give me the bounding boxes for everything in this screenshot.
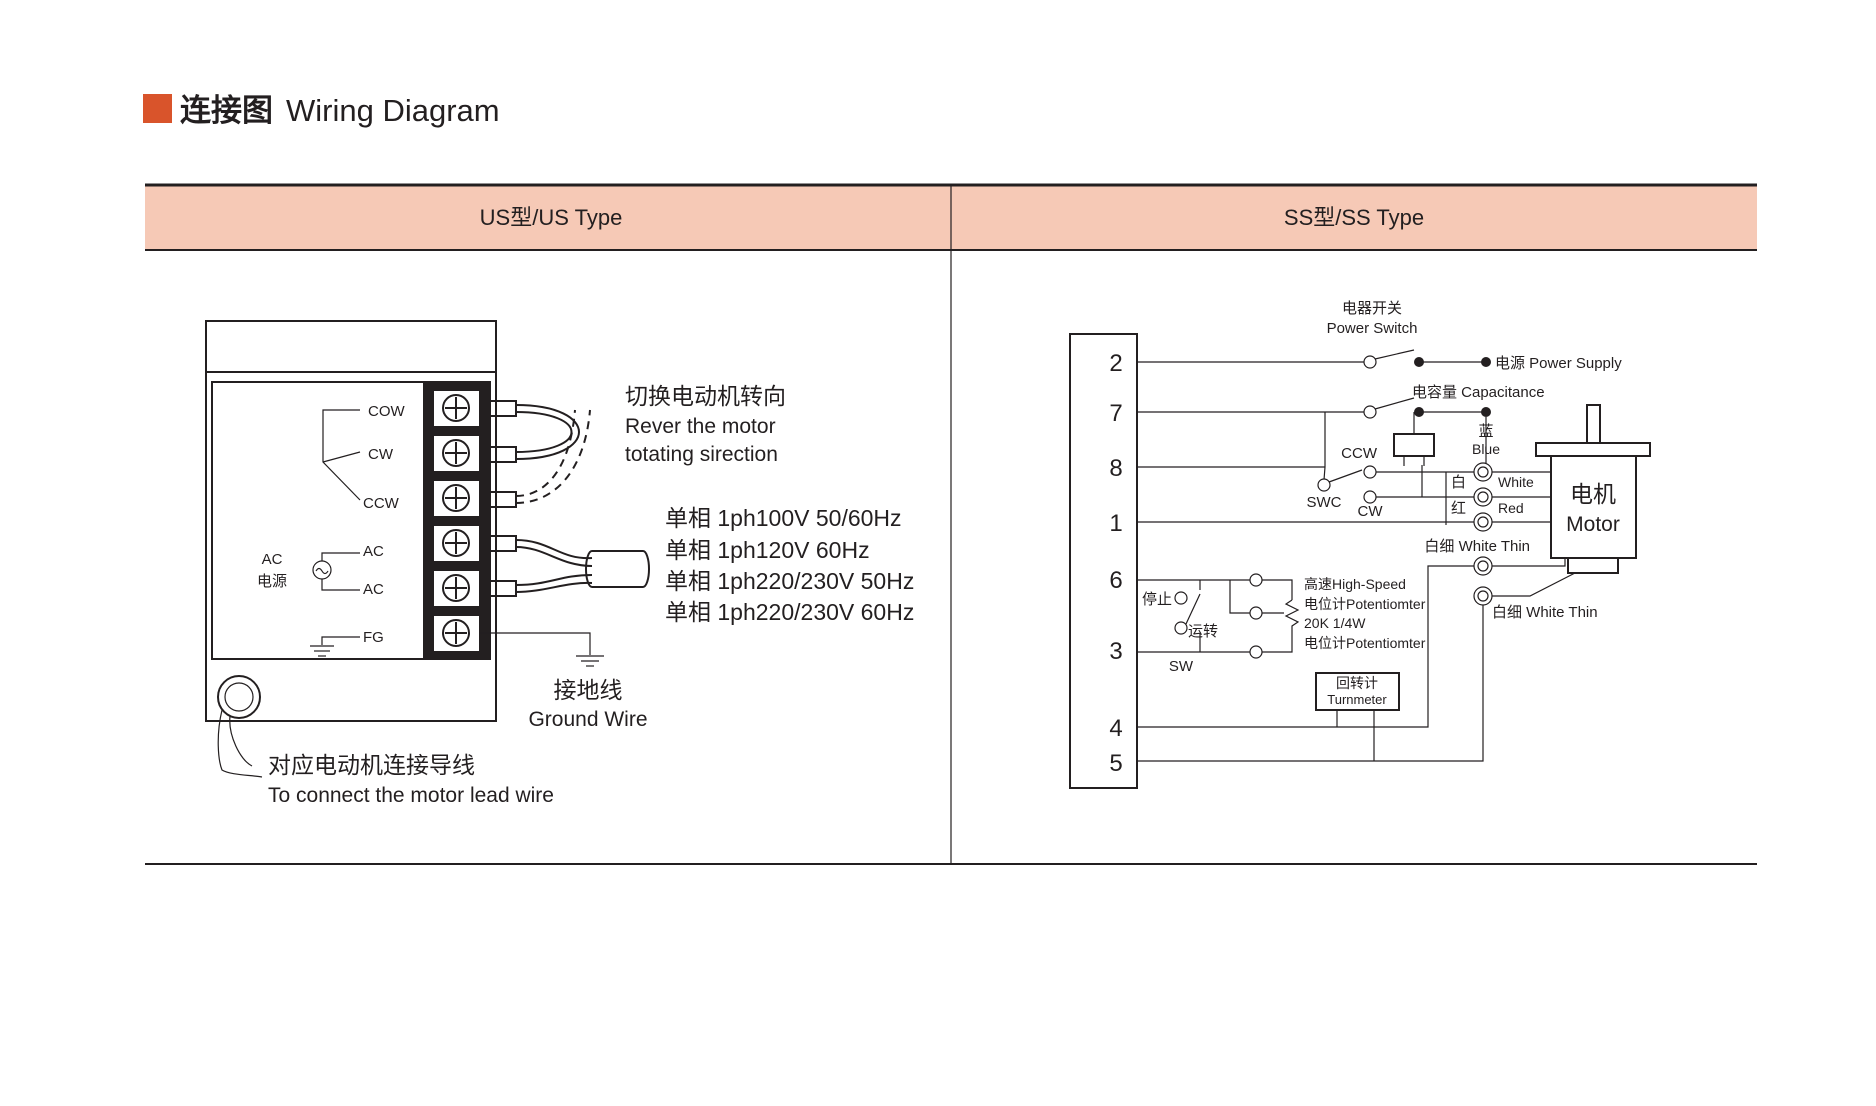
us-fg-line	[321, 636, 360, 645]
motor-body	[1550, 455, 1637, 559]
direction-switch-blade	[1328, 469, 1363, 483]
supply-option-3: 单相 1ph220/230V 50Hz	[665, 568, 914, 594]
title-cn: 连接图	[180, 93, 273, 128]
white-thin-label-2: 白细 White Thin	[1492, 604, 1598, 621]
supply-option-4: 单相 1ph220/230V 60Hz	[665, 599, 914, 625]
title-marker	[143, 94, 172, 123]
terminal-screw	[432, 524, 481, 563]
power-switch-blade	[1374, 349, 1415, 360]
us-winding-lines	[322, 409, 361, 501]
pot-label-1: 高速High-Speed	[1304, 576, 1406, 592]
terminal-screw	[432, 389, 481, 428]
red-label-en: Red	[1498, 500, 1524, 516]
motor-flange	[1535, 442, 1651, 457]
ccw-label: CCW	[1341, 445, 1378, 462]
terminal-screw	[432, 569, 481, 608]
supply-option-2: 单相 1ph120V 60Hz	[665, 537, 870, 563]
column-header-ss: SS型/SS Type	[1284, 205, 1424, 230]
pin-6: 6	[1109, 567, 1122, 594]
motor-terminal-red	[1473, 487, 1493, 507]
pin-7: 7	[1109, 400, 1122, 427]
run-label: 运转	[1188, 623, 1218, 640]
ground-wire-label-en: Ground Wire	[528, 708, 647, 731]
terminal-screw	[432, 614, 481, 653]
terminal-label-ac1: AC	[363, 543, 384, 560]
reverse-note-en2: totating sirection	[625, 443, 778, 466]
reverse-note-en1: Rever the motor	[625, 415, 776, 438]
pin-5: 5	[1109, 750, 1122, 777]
pot-label-4: 电位计Potentiomter	[1304, 635, 1426, 651]
cw-label: CW	[1358, 503, 1384, 520]
power-switch-label-cn: 电器开关	[1342, 300, 1402, 317]
motor-lead-connector	[217, 675, 261, 719]
terminal-screw	[432, 479, 481, 518]
lead-wire-label-en: To connect the motor lead wire	[268, 784, 554, 807]
capacitance-label: 电容量 Capacitance	[1412, 384, 1545, 401]
us-controller-body	[205, 320, 497, 722]
run-contact	[1174, 621, 1188, 635]
power-switch-label-en: Power Switch	[1327, 320, 1418, 337]
pin-4: 4	[1109, 715, 1122, 742]
column-header-us: US型/US Type	[480, 205, 623, 230]
terminal-label-fg: FG	[363, 629, 384, 646]
pot-label-2: 电位计Potentiomter	[1304, 596, 1426, 612]
power-supply-label: 电源 Power Supply	[1495, 355, 1622, 372]
capacitor-icon	[1393, 433, 1435, 457]
direction-switch-common	[1317, 478, 1331, 492]
terminal-label-ac2: AC	[363, 581, 384, 598]
motor-label-en: Motor	[1566, 513, 1620, 536]
turnmeter-label-en: Turnmeter	[1327, 692, 1387, 707]
terminal-label-ccw: CCW	[363, 495, 400, 512]
stop-contact	[1174, 591, 1188, 605]
sw-label: SW	[1169, 658, 1194, 675]
motor-terminal-blue	[1473, 512, 1493, 532]
motor-shaft	[1586, 404, 1601, 444]
power-cable	[585, 550, 650, 588]
red-label-cn: 红	[1451, 500, 1466, 517]
power-switch-contact	[1363, 355, 1377, 369]
ss-connector-block	[1069, 333, 1138, 789]
terminal-screw	[432, 434, 481, 473]
supply-option-1: 单相 1ph100V 50/60Hz	[665, 505, 902, 531]
turnmeter-label-cn: 回转计	[1336, 675, 1378, 691]
pin-1: 1	[1109, 510, 1122, 537]
swc-label: SWC	[1307, 494, 1342, 511]
pin-3: 3	[1109, 638, 1122, 665]
title-en: Wiring Diagram	[286, 93, 500, 128]
pot-label-3: 20K 1/4W	[1304, 615, 1366, 631]
us-power-label-ac: AC	[262, 551, 283, 568]
run-stop-switch-blade	[1185, 593, 1201, 625]
us-terminal-screws	[432, 389, 481, 653]
motor-label-cn: 电机	[1570, 481, 1616, 507]
terminal-label-cw: CW	[368, 446, 394, 463]
ss-type-diagram: 2 7 8 1 6 3 4 5 电器开关 Power Switch 电源 Pow…	[1069, 300, 1651, 789]
reverse-note-cn: 切换电动机转向	[625, 383, 786, 409]
motor-terminal-white-thin-2	[1473, 586, 1493, 606]
ground-wire	[480, 632, 591, 655]
jumper-wire	[515, 404, 580, 460]
us-terminal-block	[423, 382, 490, 659]
ground-wire-label-cn: 接地线	[554, 677, 623, 703]
white-label-cn: 白	[1451, 474, 1466, 491]
pin-8: 8	[1109, 455, 1122, 482]
turnmeter-box	[1315, 672, 1400, 711]
motor-lead-wire	[217, 709, 263, 778]
motor-terminal-white	[1473, 462, 1493, 482]
motor-terminal-white-thin-1	[1473, 556, 1493, 576]
terminal-label-cow: COW	[368, 403, 406, 420]
us-power-label-cn: 电源	[257, 573, 287, 590]
stop-label: 停止	[1142, 591, 1172, 608]
white-label-en: White	[1498, 474, 1534, 490]
white-thin-label-1: 白细 White Thin	[1424, 538, 1530, 555]
potentiometer-icon	[1284, 599, 1300, 632]
pin-2: 2	[1109, 350, 1122, 377]
lead-wire-label-cn: 对应电动机连接导线	[268, 752, 475, 778]
jumper-alternate-dashed	[515, 409, 576, 497]
us-type-diagram: COW CW CCW AC AC FG AC 电源	[205, 320, 914, 807]
